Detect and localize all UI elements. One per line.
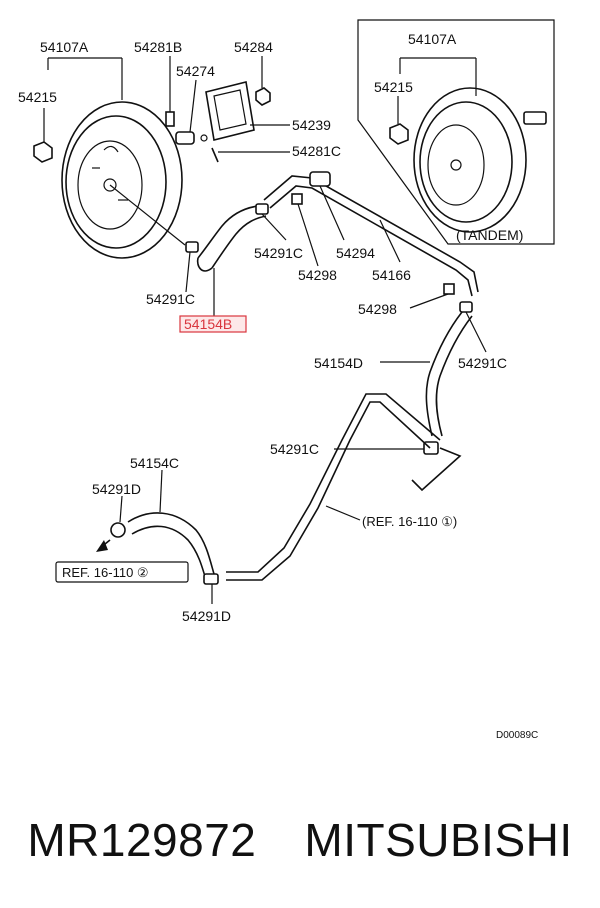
highlight-box-54154B [179, 315, 247, 333]
clevis-54274 [175, 79, 197, 145]
vacuum-pipe-54166 [263, 171, 479, 297]
label-54166: 54166 [372, 267, 411, 283]
label-54291C: 54291C [270, 441, 319, 457]
gasket-54239 [205, 81, 290, 141]
label-54274: 54274 [176, 63, 215, 79]
brake-booster-main [61, 101, 186, 259]
reference-note-1: (REF. 16-110 ①) [362, 514, 457, 529]
label-54215: 54215 [374, 79, 413, 95]
label-54291C: 54291C [458, 355, 507, 371]
part-number: MR129872 [27, 814, 257, 866]
clamp-54291C-booster [185, 241, 199, 293]
footer: MR129872 MITSUBISHI [0, 800, 600, 880]
label-tandem: (TANDEM) [456, 227, 523, 243]
label-54284: 54284 [234, 39, 273, 55]
clip-54298-b [409, 283, 455, 309]
clamp-54291D-bottom [203, 573, 219, 604]
hose-54154C [127, 469, 215, 581]
diagram-code: D00089C [496, 730, 538, 741]
label-54298: 54298 [358, 301, 397, 317]
hose-54154D [380, 311, 473, 437]
reference-box-2 [55, 561, 189, 583]
clip-54298-a [291, 193, 319, 267]
label-54154C: 54154C [130, 455, 179, 471]
label-54215: 54215 [18, 89, 57, 105]
pipe-ref-16-110-1 [226, 393, 462, 581]
pin-54281C [200, 134, 290, 163]
label-54154B: 54154B [184, 316, 232, 332]
label-54107A: 54107A [408, 31, 457, 47]
hose-54154B [196, 205, 267, 318]
reference-note-2: REF. 16-110 ② [62, 565, 149, 580]
tandem-inset [357, 19, 555, 245]
label-54291C: 54291C [146, 291, 195, 307]
nut-54284 [255, 56, 271, 106]
clamp-54291D-left [96, 495, 126, 552]
nut-54215 [33, 141, 53, 163]
label-54291C: 54291C [254, 245, 303, 261]
pin-54281B [165, 56, 175, 127]
clamp-54291C-upper [255, 203, 287, 241]
label-54294: 54294 [336, 245, 375, 261]
label-54154D: 54154D [314, 355, 363, 371]
label-54291D: 54291D [92, 481, 141, 497]
label-54107A: 54107A [40, 39, 89, 55]
label-54281C: 54281C [292, 143, 341, 159]
clamp-54291C-lower [334, 441, 439, 455]
label-54281B: 54281B [134, 39, 182, 55]
label-54298: 54298 [298, 267, 337, 283]
label-54239: 54239 [292, 117, 331, 133]
parts-diagram: 54107A 54215 54281B 54284 54274 54239 54… [18, 19, 555, 741]
brand-name: MITSUBISHI [304, 814, 573, 866]
label-54291D: 54291D [182, 608, 231, 624]
